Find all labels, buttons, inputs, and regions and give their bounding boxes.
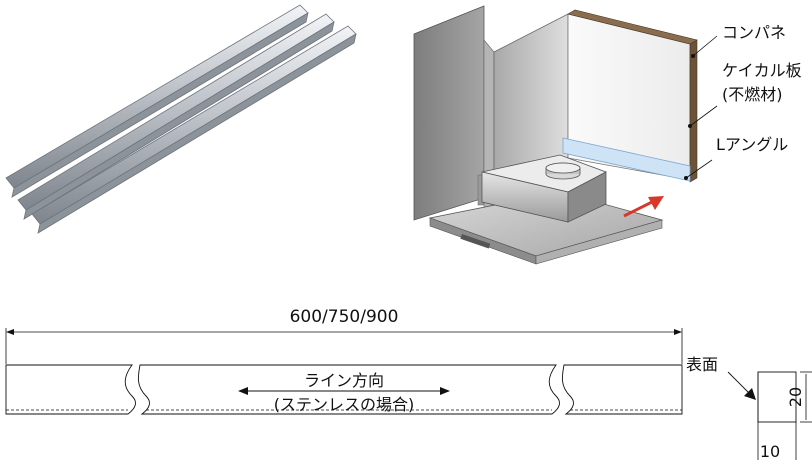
- cross-section: [757, 371, 812, 460]
- installation-illustration: コンパネ ケイカル板 (不燃材) Lアングル: [413, 5, 802, 265]
- length-dimension-label: 600/750/900: [290, 307, 399, 327]
- callout-calcium-board: ケイカル板: [722, 61, 802, 80]
- installation-direction-arrow: [623, 196, 664, 218]
- dimension-drawing: 600/750/900 ライン方向 (ステンレスの場合) 表面: [5, 307, 812, 461]
- callout-leaders: [684, 35, 718, 180]
- height-dimension-label: 20: [786, 387, 805, 407]
- width-dimension-label: 10: [760, 442, 780, 461]
- side-wall-panel: [413, 5, 485, 221]
- callout-l-angle: Lアングル: [716, 135, 788, 154]
- callout-plywood: コンパネ: [722, 23, 786, 42]
- l-angle-bars-illustration: [5, 4, 357, 234]
- plywood-edge: [689, 39, 698, 183]
- l-angle-bar: [5, 4, 309, 198]
- surface-arrow: [727, 371, 756, 400]
- line-direction-arrow: [238, 387, 450, 395]
- callout-calcium-board-note: (不燃材): [722, 85, 783, 104]
- line-direction-label: ライン方向: [304, 371, 384, 390]
- bar-side-view: [5, 364, 683, 415]
- l-angle-bar: [31, 25, 357, 234]
- wall-l-angle: [562, 137, 691, 182]
- l-angle-bar: [17, 13, 335, 220]
- surface-label: 表面: [686, 355, 718, 374]
- stainless-note-label: (ステンレスの場合): [274, 395, 415, 414]
- range-hood: [428, 154, 664, 265]
